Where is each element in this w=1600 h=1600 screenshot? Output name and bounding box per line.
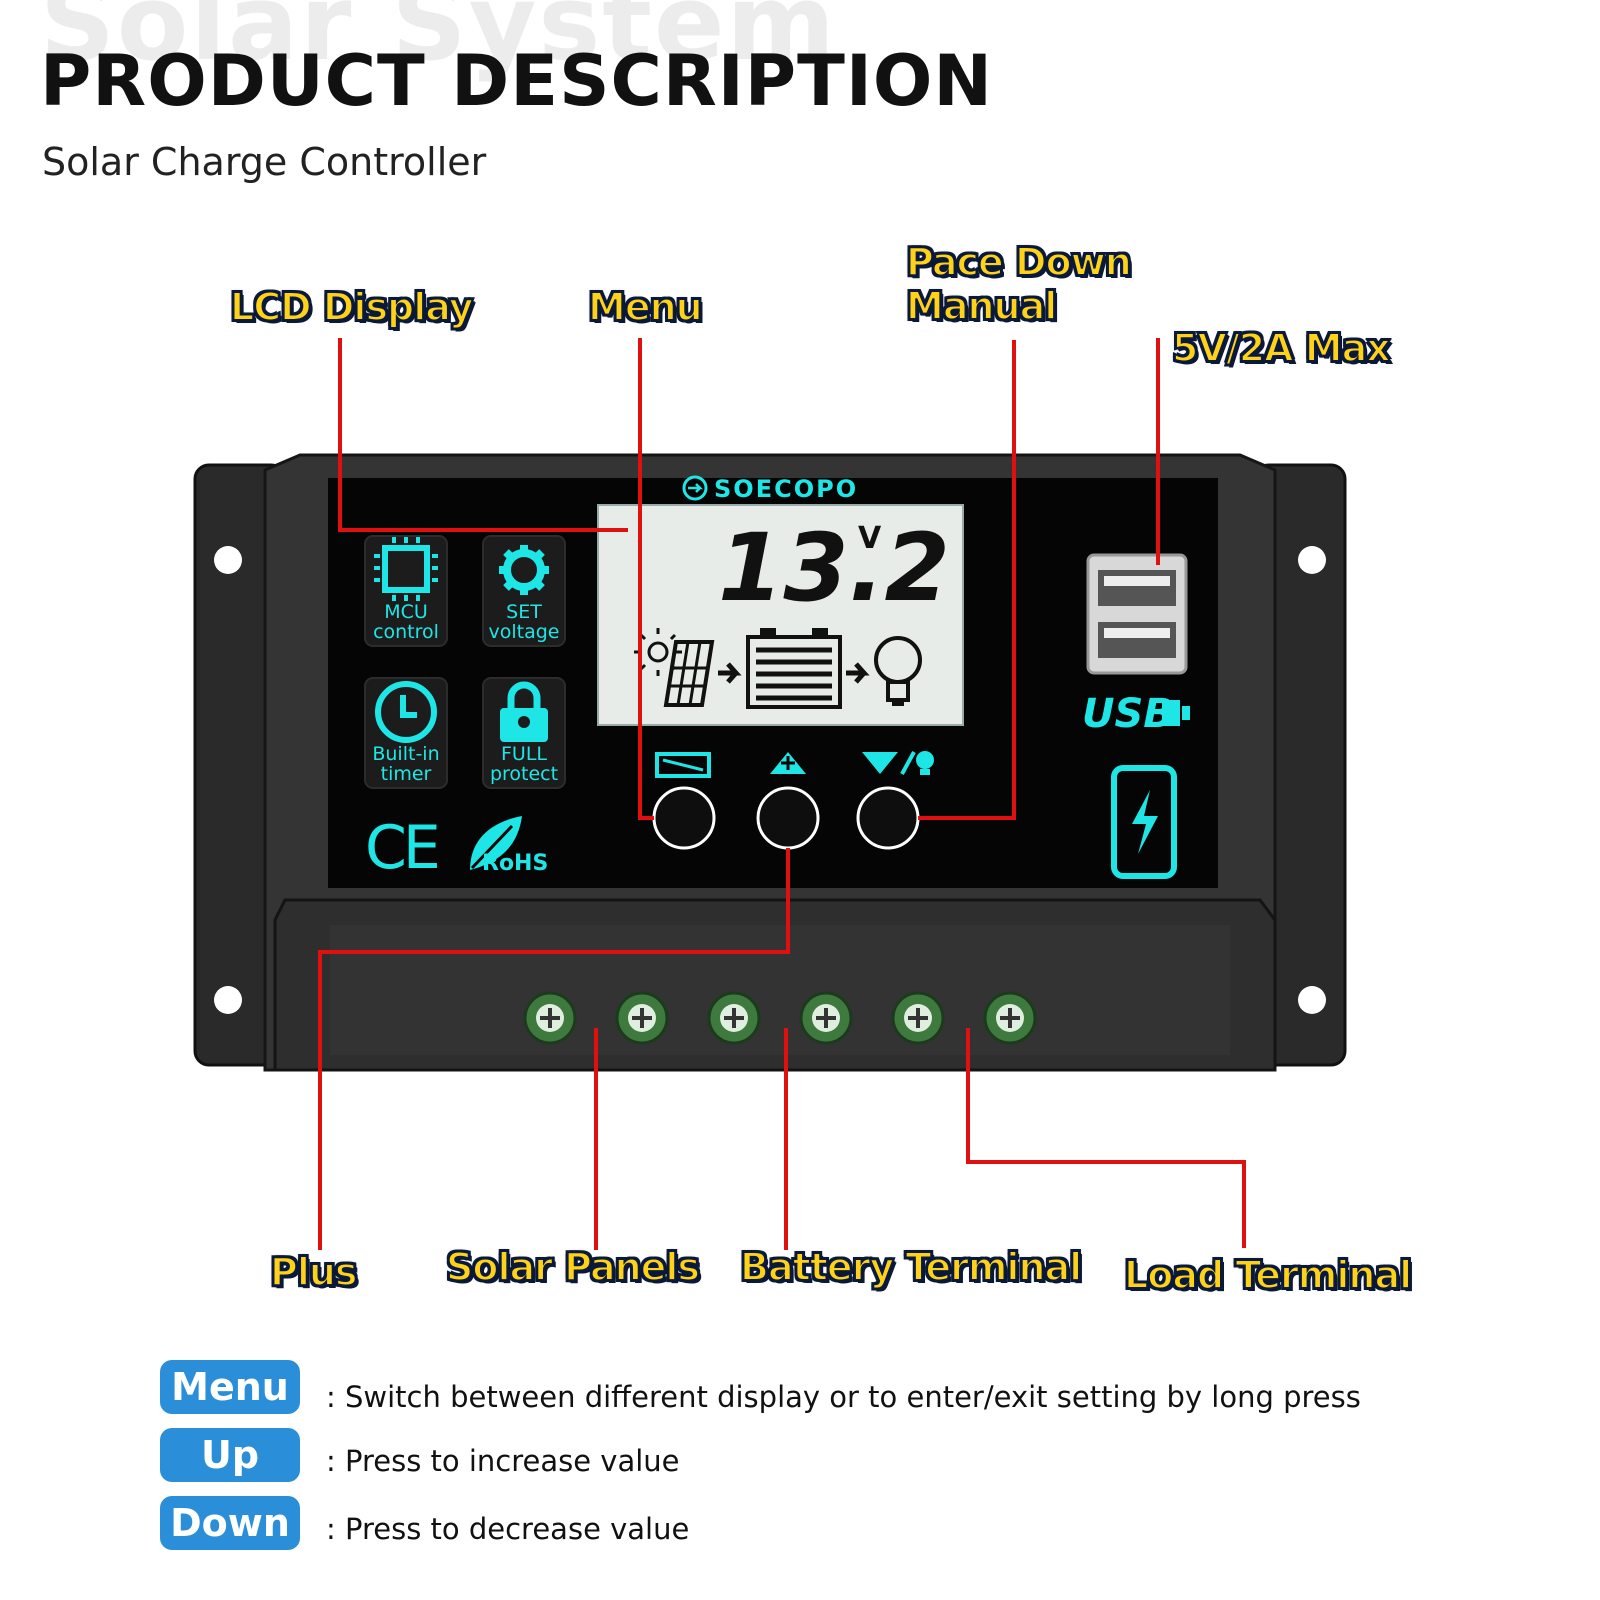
phone-charging-icon [1111,765,1177,879]
arrow-right-icon [846,662,870,684]
page-subtitle: Solar Charge Controller [42,140,487,184]
svg-text:control: control [373,621,439,643]
lightbulb-icon [874,636,922,706]
watermark-text: Solar System [40,0,837,84]
screw-icon [707,991,761,1045]
callout-load-terminal: Load Terminal [1123,1252,1413,1298]
svg-text:voltage: voltage [489,621,560,643]
battery-icon [746,628,842,709]
callout-lcd-display: LCD Display [229,284,475,330]
svg-text:MCU: MCU [384,601,428,623]
screw-icon [799,991,853,1045]
mount-hole-icon [1298,546,1326,574]
mount-hole-icon [214,546,242,574]
rohs-leaf-icon [470,816,522,870]
plus-icon [781,756,795,770]
svg-text:SET: SET [506,601,542,623]
svg-text:FULL: FULL [501,743,547,765]
screw-icon [891,991,945,1045]
feature-tile-timer: Built-in timer [364,677,448,789]
battery-symbol-icon [655,752,711,778]
ce-mark: CE [365,813,438,883]
lcd-voltage-unit: V [858,521,882,556]
callout-menu: Menu [587,284,704,330]
svg-text:protect: protect [490,763,558,785]
clock-icon [375,681,437,743]
feature-tile-set-voltage: SET voltage [482,535,566,647]
callout-solar-panels: Solar Panels [445,1244,701,1290]
callout-usb-max: 5V/2A Max [1171,325,1392,371]
legend-desc-up: : Press to increase value [326,1444,680,1478]
gear-icon [499,545,549,595]
leader-lines [318,338,1246,1250]
feature-tile-protect: FULL protect [482,677,566,789]
lcd-voltage-value: 13.2 [718,514,950,623]
screw-icon [523,991,577,1045]
solar-panel-icon [663,640,715,707]
legend-desc-down: : Press to decrease value [326,1512,690,1546]
arrow-right-icon [718,662,742,684]
rohs-mark: RoHS [482,851,548,876]
screw-icon [615,991,669,1045]
usb-port-icon [1086,553,1188,675]
page-title: PRODUCT DESCRIPTION [40,40,993,122]
legend-desc-menu: : Switch between different display or to… [326,1380,1361,1414]
usb-label: USB [1082,691,1174,737]
callout-plus: Plus [269,1249,359,1295]
menu-button[interactable] [652,786,716,850]
svg-text:Built-in: Built-in [372,743,439,765]
chip-icon [382,545,430,593]
up-button[interactable] [756,786,820,850]
callout-manual: Manual [905,283,1058,329]
brand-name: SOECOPO [714,475,858,503]
legend-key-down: Down [160,1496,300,1550]
svg-text:timer: timer [381,763,432,785]
brand-logo: SOECOPO [682,475,858,503]
feature-tile-mcu: MCU control [364,535,448,647]
down-button[interactable] [856,786,920,850]
callout-battery-terminal: Battery Terminal [739,1244,1083,1290]
usb-plug-icon [1162,700,1190,726]
down-light-icon [862,751,934,775]
mount-hole-icon [1298,986,1326,1014]
lock-icon [500,681,548,742]
legend-key-up: Up [160,1428,300,1482]
mount-hole-icon [214,986,242,1014]
screw-icon [983,991,1037,1045]
terminal-face [330,925,1230,1055]
terminal-screws [523,991,1037,1045]
callout-pace-down: Pace Down [905,239,1133,285]
legend-key-menu: Menu [160,1360,300,1414]
